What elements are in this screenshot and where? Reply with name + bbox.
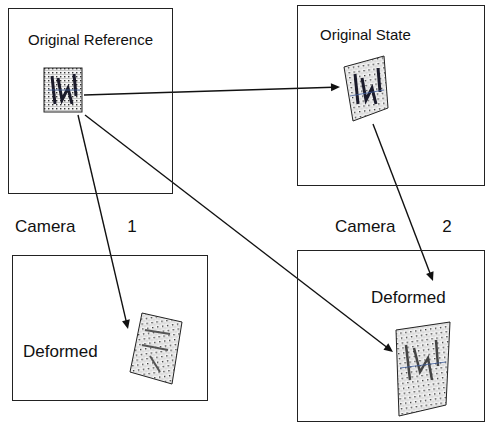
camera-panel: Deformed [12,255,208,401]
arrow-connector [373,124,434,281]
state-patch [344,56,388,121]
camera-panel: Original Reference [8,8,173,194]
reference-patch [44,68,82,112]
camera-panel: Original State [297,5,485,186]
camera-label: Camera 2 [335,217,452,237]
arrow-connector [84,83,340,95]
panel-title: Deformed [371,288,446,308]
panel-title: Deformed [23,342,98,362]
deformed-patch [396,322,450,416]
camera-panel: Deformed [297,250,485,422]
panel-title: Original Reference [28,31,153,48]
panel-title: Original State [320,26,411,43]
camera-label: Camera 1 [15,217,137,237]
deformed-patch [130,313,182,384]
